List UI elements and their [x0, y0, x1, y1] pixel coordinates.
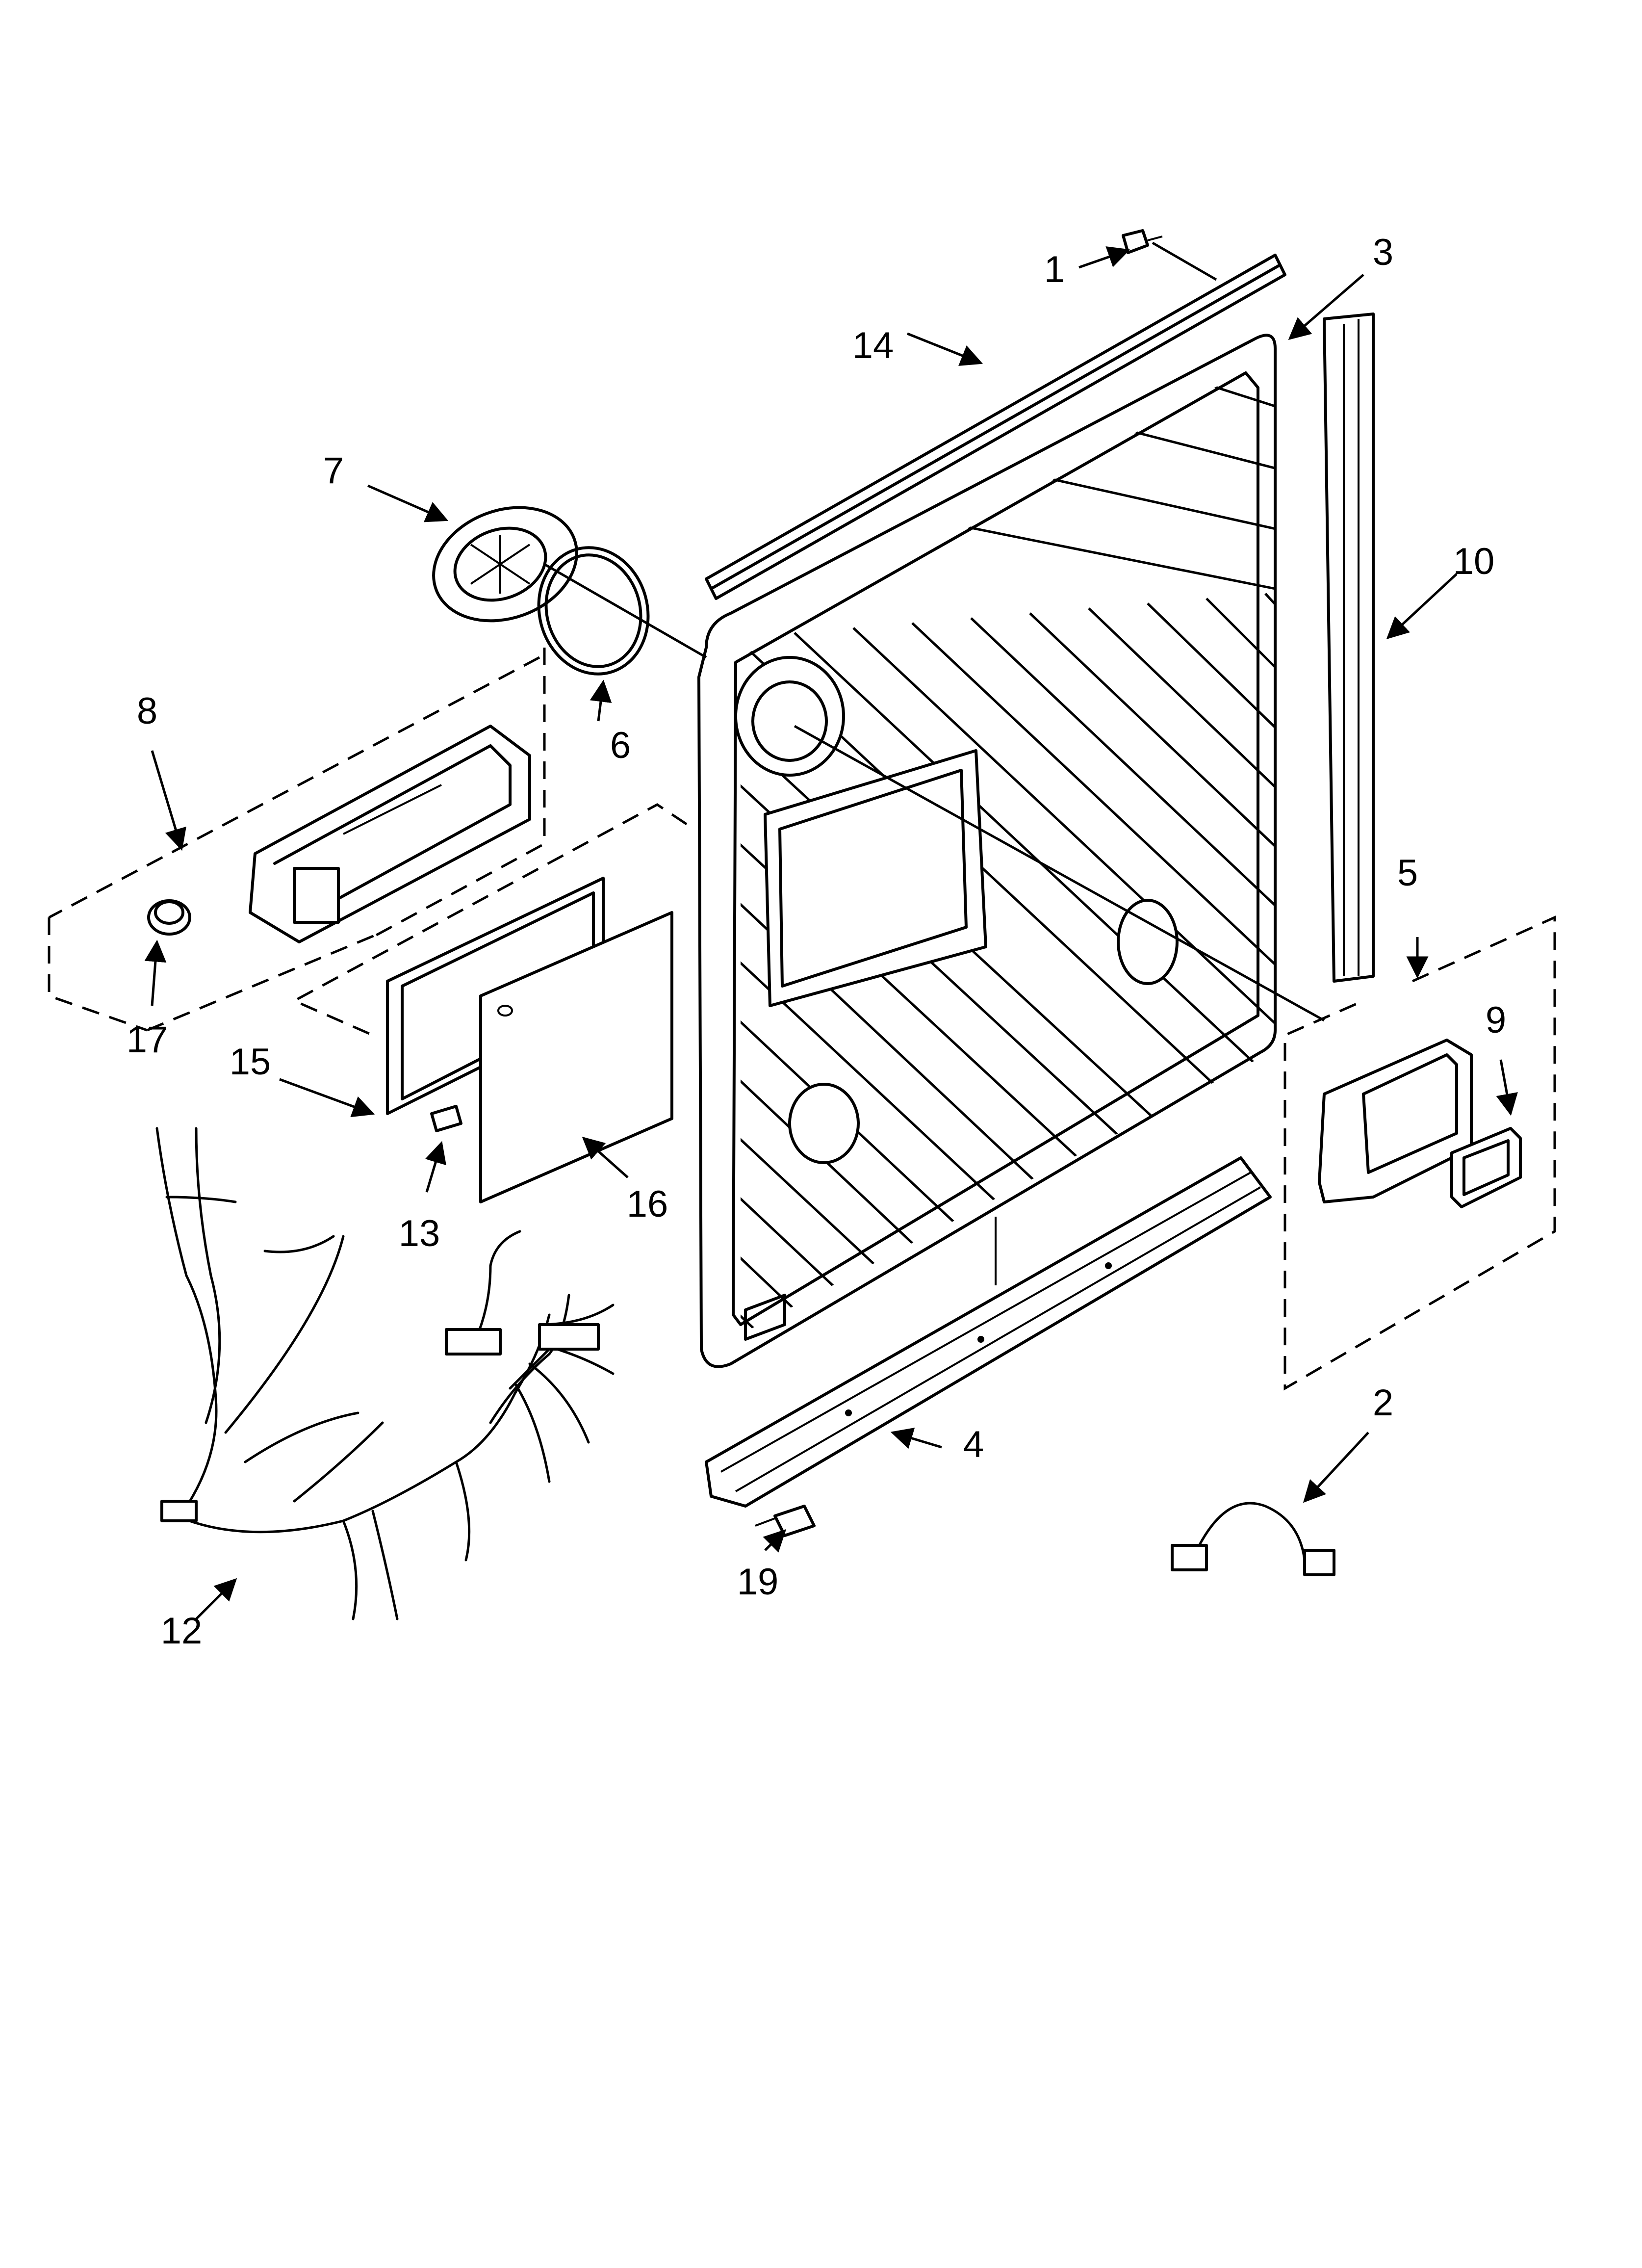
callout-14: 14 — [852, 325, 894, 366]
callout-1: 1 — [1044, 249, 1065, 290]
screw-part-13 — [430, 1105, 462, 1132]
callout-3: 3 — [1373, 232, 1393, 273]
callout-15: 15 — [230, 1041, 271, 1083]
assembly-5-outline — [1283, 915, 1556, 1391]
dispenser-assembly — [249, 725, 531, 943]
inner-door-panel — [697, 334, 1277, 1368]
callout-4: 4 — [963, 1424, 984, 1465]
vent-cover — [432, 506, 578, 623]
top-trim-strip — [705, 254, 1286, 600]
callout-6: 6 — [610, 725, 631, 766]
duct-part-5 — [1318, 1039, 1473, 1203]
callout-10: 10 — [1453, 541, 1495, 582]
screw-part-19 — [755, 1505, 816, 1537]
callout-8: 8 — [137, 690, 157, 732]
callout-19: 19 — [737, 1561, 779, 1603]
callout-2: 2 — [1373, 1382, 1393, 1424]
callout-12: 12 — [161, 1610, 203, 1652]
callout-9: 9 — [1486, 999, 1506, 1041]
screw-part-1 — [1122, 229, 1163, 254]
plate-part-16 — [479, 911, 673, 1203]
jumper-wire-part-2 — [1171, 1502, 1335, 1576]
knob-part-17 — [147, 899, 191, 936]
lower-trim-strip — [705, 1156, 1272, 1508]
seal-part-9 — [1450, 1127, 1522, 1208]
side-trim-strip — [1323, 313, 1375, 983]
panel-hatching — [741, 353, 1275, 1334]
wire-harness-part-12 — [155, 1127, 615, 1620]
callout-5: 5 — [1397, 852, 1418, 894]
callout-16: 16 — [627, 1183, 668, 1225]
callout-13: 13 — [399, 1213, 440, 1254]
callout-7: 7 — [323, 450, 344, 492]
vent-seal-ring — [537, 546, 650, 676]
callout-17: 17 — [127, 1019, 168, 1061]
callout-leaders — [144, 241, 1518, 1620]
callout-labels: 1 3 14 7 10 6 8 5 15 17 9 13 16 2 4 19 1… — [127, 232, 1506, 1652]
assembly-15-outline — [291, 803, 688, 1037]
